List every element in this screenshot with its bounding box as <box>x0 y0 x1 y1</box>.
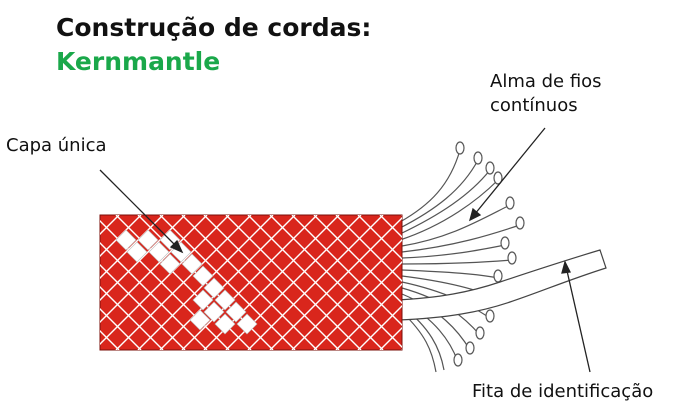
braid-strand <box>100 215 142 350</box>
core-fibre-end <box>485 161 495 175</box>
braid-strand <box>0 215 97 350</box>
braid-strand <box>313 215 402 350</box>
braid-strand <box>247 215 384 350</box>
sheath-gap <box>236 313 258 335</box>
label-core-line2: contínuos <box>490 95 578 116</box>
core-fibre <box>401 269 499 279</box>
label-sheath: Capa única <box>6 135 107 156</box>
braid-strand <box>100 215 208 350</box>
core-fibre-end <box>493 171 503 185</box>
leader-lines <box>99 127 591 373</box>
core-fibre-end <box>500 236 510 250</box>
diagram-title: Construção de cordas: <box>56 13 372 42</box>
braid-strand <box>181 215 318 350</box>
core-fibre <box>399 179 499 241</box>
leader-line-sheath <box>99 169 183 253</box>
marker-tape <box>394 249 607 321</box>
sheath-gap <box>189 309 211 331</box>
sheath-gap <box>203 277 225 299</box>
label-core-line1: Alma de fios <box>490 71 602 92</box>
core-fibre-end <box>485 309 495 323</box>
core-fibre-end <box>465 341 475 355</box>
core-fibre <box>401 224 521 253</box>
core-fibre-end <box>453 353 463 367</box>
sheath-gap <box>181 253 203 275</box>
label-marker-tape: Fita de identificação <box>472 381 654 402</box>
braid-strand <box>100 215 230 350</box>
arrow-head-tape <box>561 260 571 274</box>
arrow-head-sheath <box>169 239 184 254</box>
sheath-gap <box>126 241 148 263</box>
sheath-gap <box>192 289 214 311</box>
braid-strand <box>0 215 75 350</box>
leader-line-core <box>469 127 546 221</box>
core-fibre <box>401 244 506 259</box>
core-fibre-end <box>475 326 485 340</box>
core-fibre-end <box>515 216 525 230</box>
braid-strand <box>0 215 97 350</box>
braid-strand <box>100 215 164 350</box>
diagram-subtitle: Kernmantle <box>56 47 221 76</box>
sheath-gap <box>148 241 170 263</box>
braid-strand <box>357 215 402 350</box>
core-fibre-end <box>507 251 517 265</box>
core-fibre-end <box>505 196 515 210</box>
braid-strand <box>291 215 402 350</box>
braid-strand <box>115 215 252 350</box>
sheath-gap <box>203 301 225 323</box>
core-fibre-end <box>455 141 465 155</box>
sheath-gap <box>225 301 247 323</box>
sheath-gap <box>115 229 137 251</box>
core-fibre <box>399 169 491 235</box>
sheath-gaps <box>115 229 258 335</box>
core-fibre <box>399 159 479 229</box>
sheath-gap <box>214 313 236 335</box>
core-fibre <box>401 259 513 265</box>
core-fibre-end <box>473 151 483 165</box>
core-fibre <box>401 204 511 247</box>
braid-strand <box>335 215 402 350</box>
sheath-gap <box>214 289 236 311</box>
sheath-gap <box>137 229 159 251</box>
sheath-gap <box>159 253 181 275</box>
arrow-head-core <box>468 207 482 222</box>
braid-strand <box>0 215 75 350</box>
braid-strand <box>159 215 296 350</box>
sheath-braid <box>0 215 402 350</box>
braid-strand <box>269 215 402 350</box>
leader-line-tape <box>564 261 591 373</box>
braid-strand <box>357 215 402 350</box>
sheath-gap <box>192 265 214 287</box>
core-fibre-end <box>493 269 503 283</box>
braid-strand <box>335 215 402 350</box>
core-fibre <box>399 149 461 223</box>
